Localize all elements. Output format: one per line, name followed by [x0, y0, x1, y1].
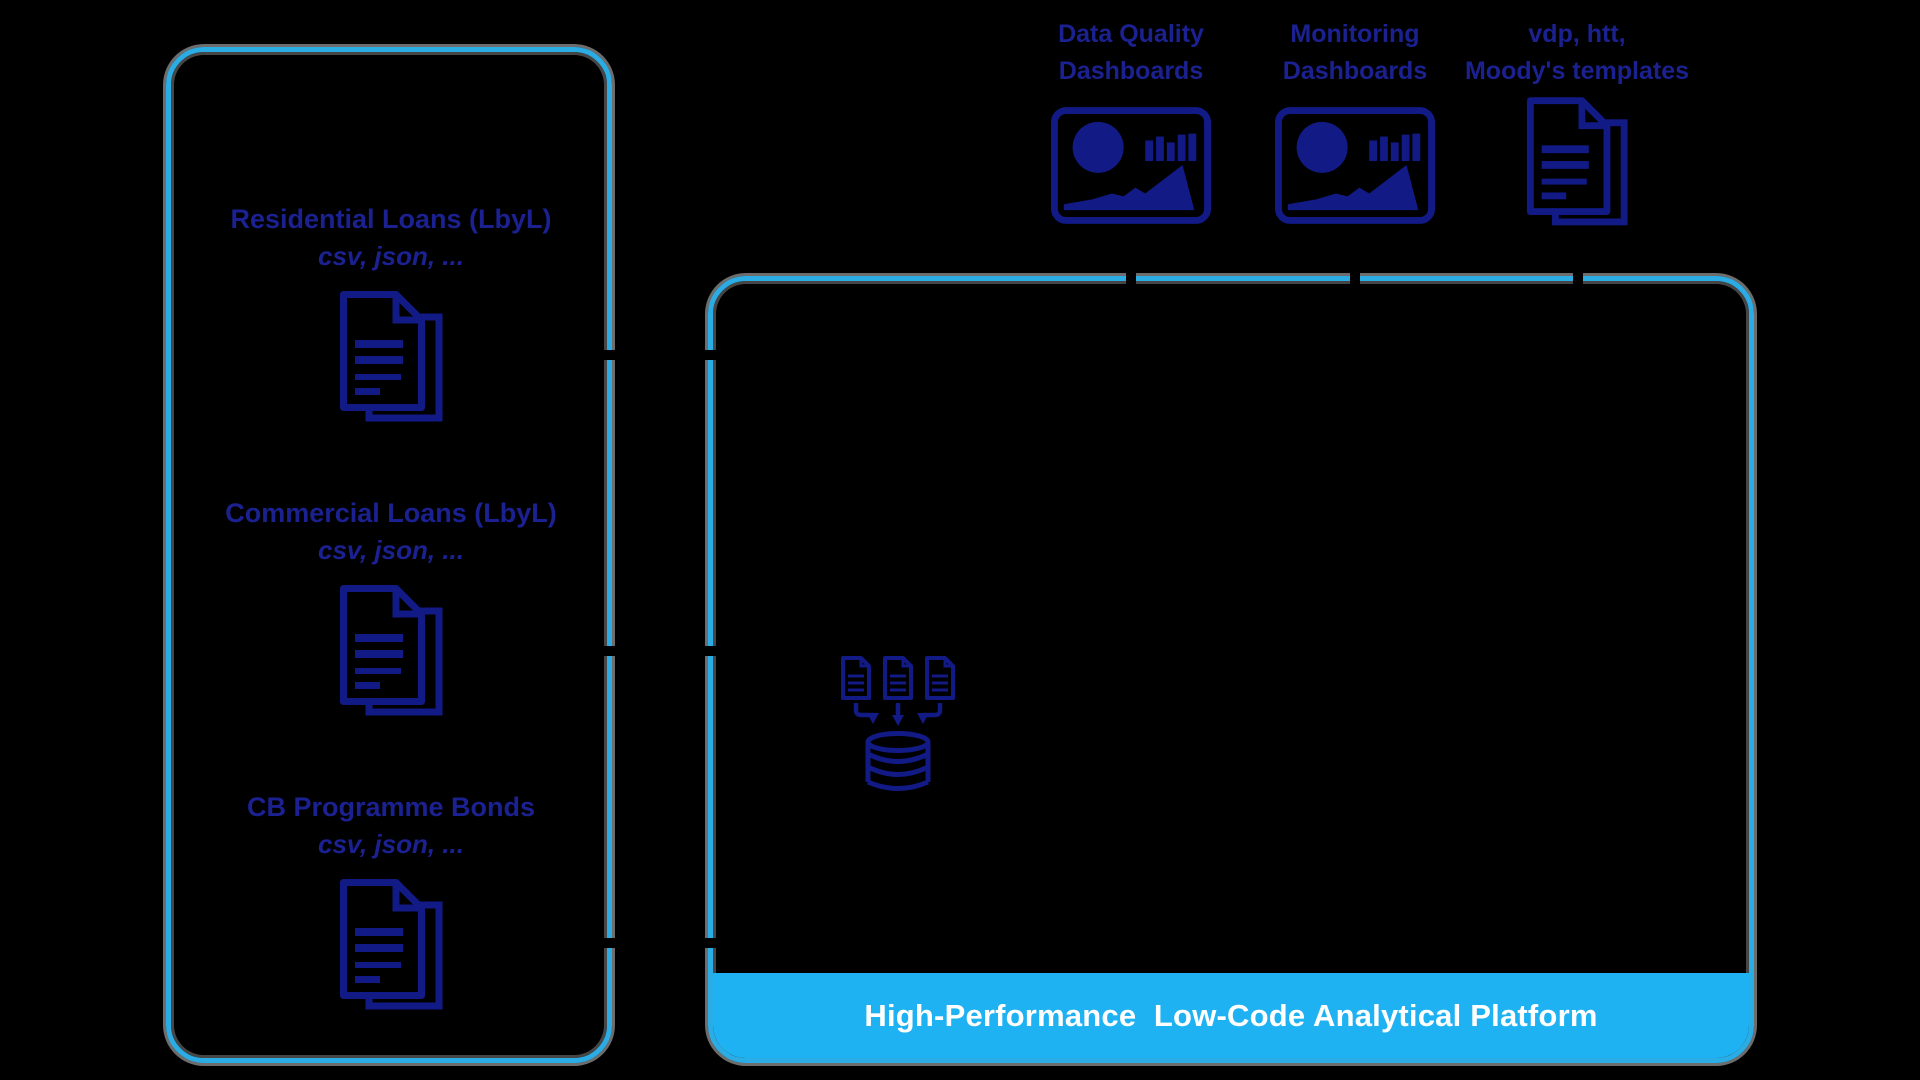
documents-icon: [336, 878, 446, 1013]
connector-arrow-left-3: [597, 938, 723, 948]
source-item-title: CB Programme Bonds: [246, 792, 536, 822]
connector-arrow-left-1: [597, 350, 723, 360]
connector-arrow-top-3: [1573, 261, 1583, 291]
output-monitoring-dashboards: Monitoring Dashboards: [1225, 16, 1485, 225]
platform-banner: High-Performance Low-Code Analytical Pla…: [713, 973, 1749, 1058]
dashboard-icon: [1051, 106, 1211, 225]
output-label-line2: Dashboards: [1282, 57, 1428, 85]
documents-icon: [1523, 96, 1631, 229]
source-data-panel: [166, 47, 612, 1063]
source-item-formats: csv, json, ...: [318, 829, 464, 859]
dashboard-icon: [1275, 106, 1435, 225]
output-label-line1: Monitoring: [1290, 20, 1420, 48]
output-label-line2: Moody's templates: [1464, 57, 1690, 85]
source-item-title: Residential Loans (LbyL): [230, 204, 552, 234]
output-label-line2: Dashboards: [1058, 57, 1204, 85]
source-item-title: Commercial Loans (LbyL): [225, 498, 557, 528]
output-label-line1: Data Quality: [1058, 20, 1204, 48]
connector-arrow-left-2: [597, 646, 723, 656]
source-item-formats: csv, json, ...: [318, 535, 464, 565]
connector-arrow-top-2: [1350, 261, 1360, 291]
source-item-commercial-loans: Commercial Loans (LbyL) csv, json, ...: [168, 494, 614, 719]
output-data-quality-dashboards: Data Quality Dashboards: [1001, 16, 1261, 225]
source-item-cb-programme-bonds: CB Programme Bonds csv, json, ...: [168, 788, 614, 1013]
documents-icon: [336, 290, 446, 425]
connector-arrow-top-1: [1126, 261, 1136, 291]
source-item-residential-loans: Residential Loans (LbyL) csv, json, ...: [168, 200, 614, 425]
output-label-line1: vdp, htt,: [1528, 20, 1626, 48]
platform-panel: High-Performance Low-Code Analytical Pla…: [708, 276, 1754, 1063]
source-item-formats: csv, json, ...: [318, 241, 464, 271]
database-ingestion-icon: [833, 652, 963, 802]
documents-icon: [336, 584, 446, 719]
platform-banner-label: High-Performance Low-Code Analytical Pla…: [864, 997, 1598, 1033]
output-regulatory-templates: vdp, htt, Moody's templates: [1447, 16, 1707, 229]
